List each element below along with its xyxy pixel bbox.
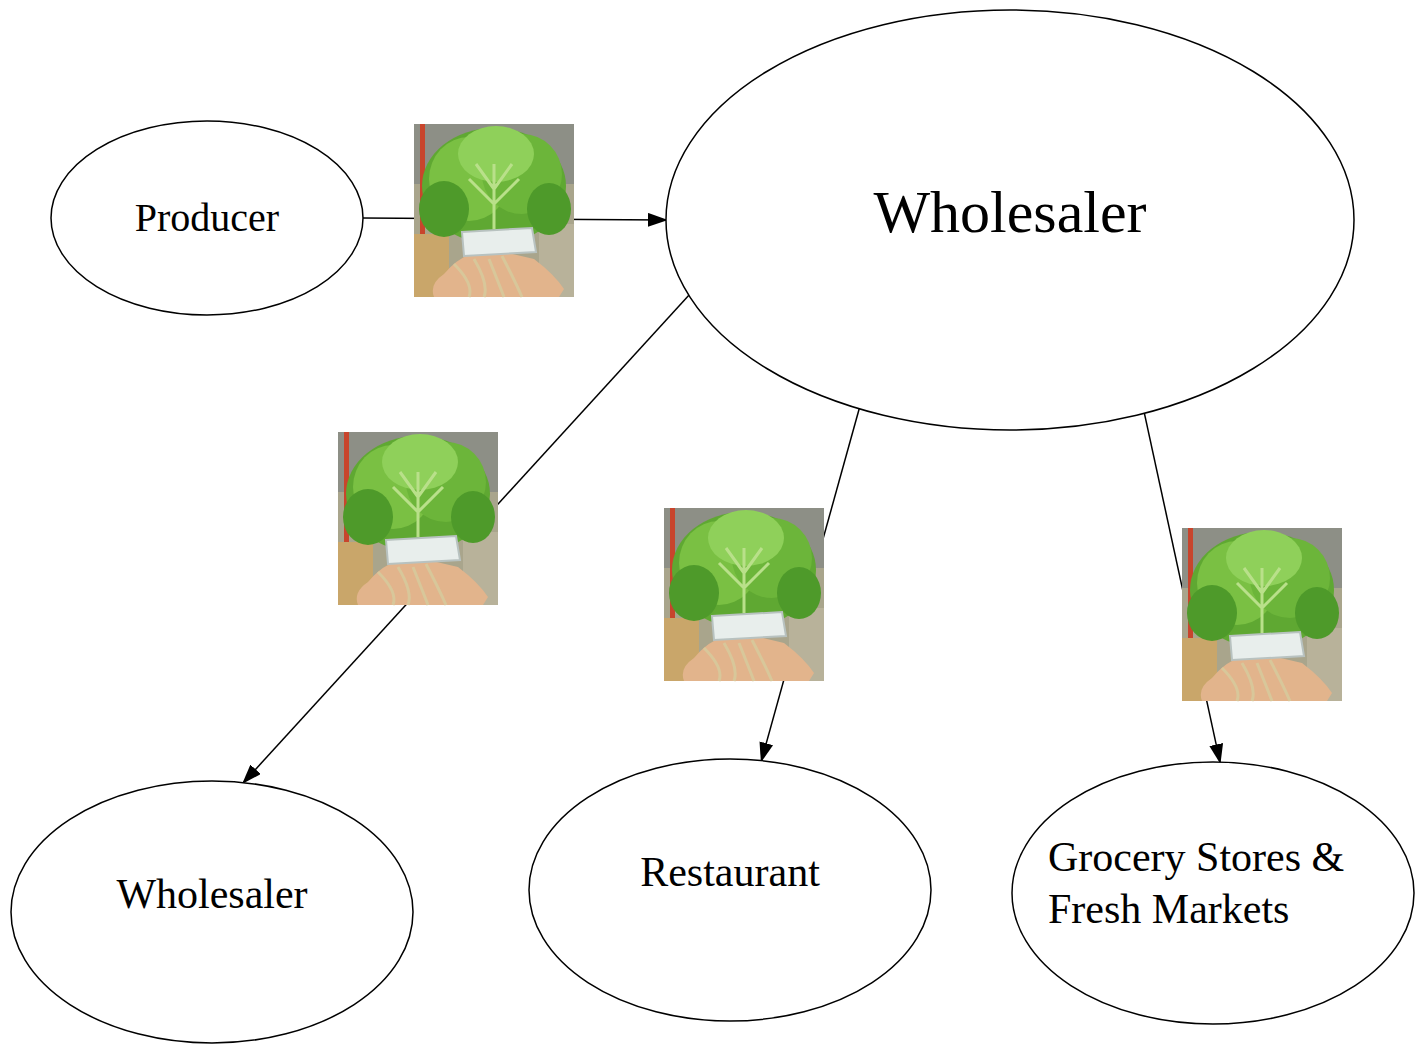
flow-arrow	[243, 295, 688, 782]
node-label: Wholesaler	[873, 175, 1146, 250]
lettuce-picture	[1182, 528, 1342, 701]
ellipse-node: Wholesaler	[665, 9, 1355, 431]
node-label: Restaurant	[640, 846, 820, 899]
node-label: Wholesaler	[116, 868, 307, 921]
node-label: Grocery Stores & Fresh Markets	[1048, 831, 1378, 936]
node-text-holder: Wholesaler	[116, 868, 307, 921]
node-text-holder: Producer	[135, 193, 279, 243]
node-text-holder: Wholesaler	[873, 175, 1146, 250]
ellipse-node: Restaurant	[528, 758, 932, 1022]
node-text-holder: Restaurant	[640, 846, 820, 899]
ellipse-node: Producer	[50, 120, 364, 316]
lettuce-picture	[338, 432, 498, 605]
lettuce-picture	[414, 124, 574, 297]
ellipse-node: Grocery Stores & Fresh Markets	[1011, 761, 1415, 1025]
ellipse-node: Wholesaler	[10, 780, 414, 1044]
lettuce-picture	[664, 508, 824, 681]
node-label: Producer	[135, 193, 279, 243]
node-text-holder: Grocery Stores & Fresh Markets	[1048, 831, 1378, 936]
